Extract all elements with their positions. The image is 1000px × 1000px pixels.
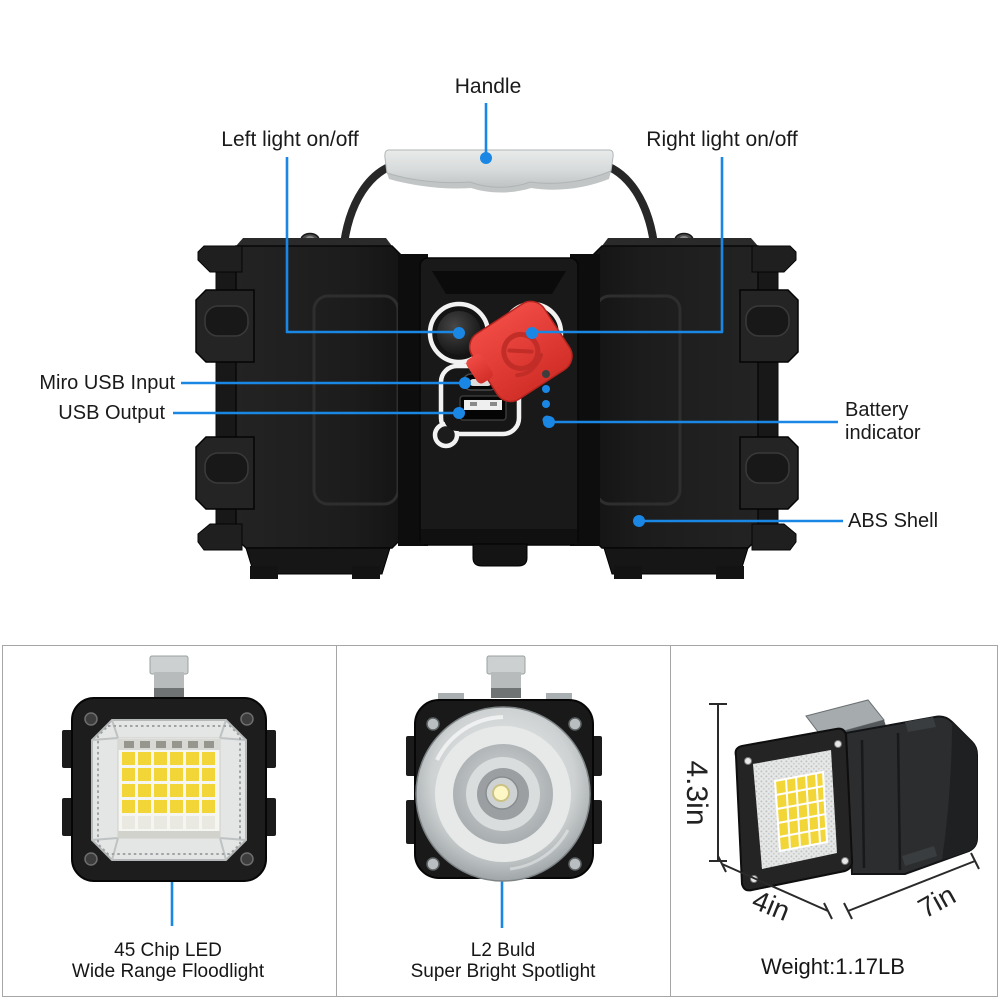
callout-left-light: Left light on/off [221,128,359,151]
right-head [590,236,800,581]
callout-right-light: Right light on/off [646,128,798,151]
floodlight-corner-bolts [84,712,254,866]
spotlight-caption: L2 Buld Super Bright Spotlight [375,940,631,982]
callout-micro-usb: Miro USB Input [39,372,175,394]
callout-abs-shell: ABS Shell [848,510,939,532]
callout-handle: Handle [454,75,522,98]
handle-underside [387,171,611,193]
led-chip-grid [122,752,215,813]
spotlight-bulb [492,784,510,802]
weight-label: Weight:1.17LB [761,954,905,979]
floodlight-caption: 45 Chip LED Wide Range Floodlight [40,940,296,982]
spotlight-view [406,655,602,882]
dimension-height: 4.3in [680,760,713,826]
usb-a-port [459,395,507,421]
floodlight-caption-line1: 45 Chip LED [114,940,222,961]
spotlight-corner-bolts [426,717,582,871]
left-head [195,238,403,579]
spotlight-reflector [415,706,591,882]
product-3d-view [734,699,978,892]
floodlight-caption-line2: Wide Range Floodlight [71,961,265,982]
spotlight-caption-line1: L2 Buld [470,940,536,961]
handle-bar [384,149,614,188]
floodlight-view [62,655,276,882]
callout-usb-output: USB Output [58,402,165,424]
callout-battery: Battery indicator [845,399,921,444]
bottom-mount [472,543,528,567]
floodlight-texture [97,725,241,855]
spotlight-caption-line2: Super Bright Spotlight [410,961,596,982]
dimension-lines [709,703,980,920]
